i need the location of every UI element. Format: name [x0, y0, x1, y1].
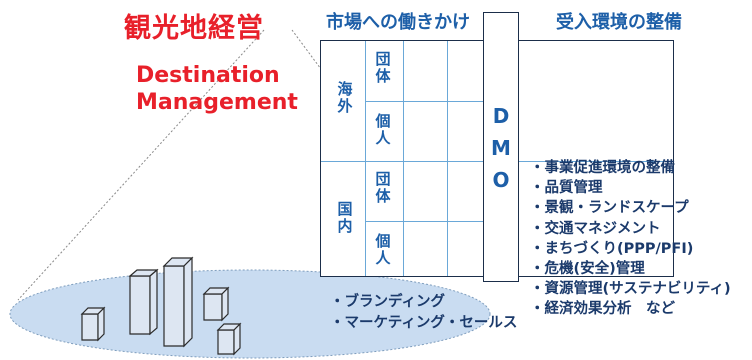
label-overseas: 海外 — [337, 80, 353, 115]
header-reception-environment: 受入環境の整備 — [556, 12, 682, 33]
grid-line-vertical-1 — [365, 41, 366, 276]
title-english-line1: Destination — [136, 63, 280, 88]
dmo-letter-o: O — [492, 168, 510, 192]
marketing-item: ・マーケティング・セールス — [330, 315, 518, 331]
reception-item: ・品質管理 — [530, 180, 603, 197]
grid-line-domestic-divider — [365, 221, 485, 222]
label-domestic: 国内 — [337, 200, 353, 235]
grid-line-vertical-2 — [403, 41, 404, 276]
reception-item: ・経済効果分析 など — [530, 301, 675, 318]
dmo-letter-d: D — [492, 104, 510, 128]
dmo-letter-m: M — [491, 136, 511, 160]
label-overseas-group: 団体 — [375, 50, 391, 85]
label-overseas-individual: 個人 — [375, 112, 391, 147]
perspective-line-left — [17, 29, 265, 301]
grid-line-overseas-divider — [365, 101, 485, 102]
marketing-item: ・ブランディング — [330, 294, 445, 310]
building-front-right — [216, 322, 242, 356]
building-mid-left — [128, 268, 159, 336]
grid-line-vertical-3 — [447, 41, 448, 276]
building-small-left — [80, 306, 106, 342]
title-japanese: 観光地経営 — [124, 13, 264, 44]
reception-item: ・資源管理(サステナビリティ) — [530, 281, 731, 298]
title-english: Destination Management — [136, 62, 298, 116]
building-tall — [162, 256, 194, 348]
reception-item: ・景観・ランドスケープ — [530, 200, 689, 217]
dmo-box — [483, 12, 519, 282]
marketing-items-list: ・ブランディング ・マーケティング・セールス — [330, 292, 517, 334]
header-market-outreach: 市場への働きかけ — [326, 12, 470, 33]
reception-item: ・まちづくり(PPP/PFI) — [530, 240, 694, 257]
reception-items-list: ・事業促進環境の整備 ・品質管理 ・景観・ランドスケープ ・交通マネジメント ・… — [530, 158, 731, 320]
title-english-line2: Management — [136, 90, 298, 115]
reception-item: ・事業促進環境の整備 — [530, 160, 675, 176]
building-small-right — [202, 286, 230, 322]
reception-item: ・交通マネジメント — [530, 220, 661, 237]
reception-item: ・危機(安全)管理 — [530, 261, 645, 278]
label-domestic-individual: 個人 — [375, 232, 391, 267]
label-domestic-group: 団体 — [375, 170, 391, 205]
